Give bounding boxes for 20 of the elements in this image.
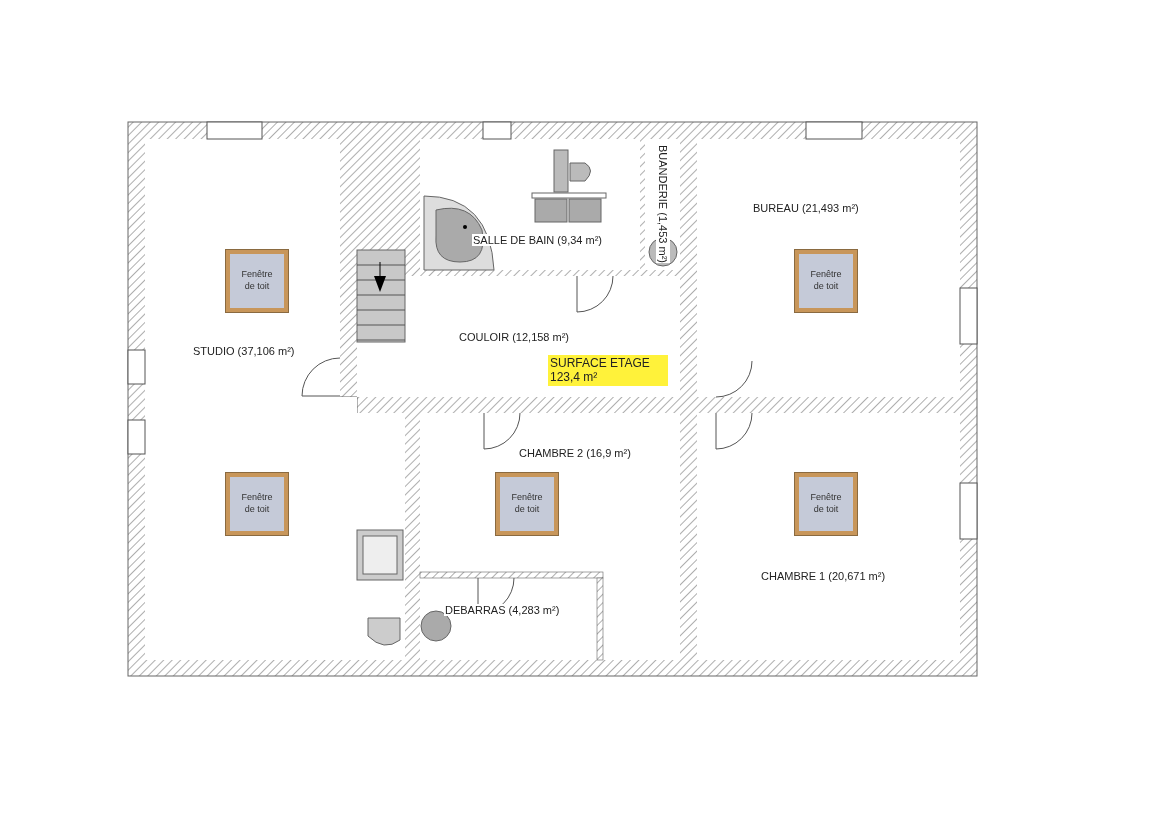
room-area bbox=[145, 139, 405, 660]
room-area bbox=[420, 413, 680, 660]
room-area bbox=[697, 139, 960, 397]
room-area bbox=[405, 276, 680, 397]
room-label: BUANDERIE (1,453 m²) bbox=[656, 145, 670, 263]
skylight-window: Fenêtre de toit bbox=[226, 473, 288, 535]
room-label: STUDIO (37,106 m²) bbox=[192, 345, 296, 357]
room-label: CHAMBRE 2 (16,9 m²) bbox=[518, 447, 632, 459]
skylight-window: Fenêtre de toit bbox=[795, 473, 857, 535]
room-area bbox=[697, 413, 960, 660]
room-label: COULOIR (12,158 m²) bbox=[458, 331, 571, 343]
skylight-window: Fenêtre de toit bbox=[795, 250, 857, 312]
floor-area-note: SURFACE ETAGE 123,4 m² bbox=[548, 355, 668, 386]
room-label: SALLE DE BAIN (9,34 m²) bbox=[472, 234, 603, 246]
room-area bbox=[645, 139, 680, 270]
room-label: DEBARRAS (4,283 m²) bbox=[444, 604, 561, 616]
skylight-window: Fenêtre de toit bbox=[496, 473, 558, 535]
skylight-window: Fenêtre de toit bbox=[226, 250, 288, 312]
room-label: BUREAU (21,493 m²) bbox=[752, 202, 860, 214]
room-label: CHAMBRE 1 (20,671 m²) bbox=[760, 570, 887, 582]
